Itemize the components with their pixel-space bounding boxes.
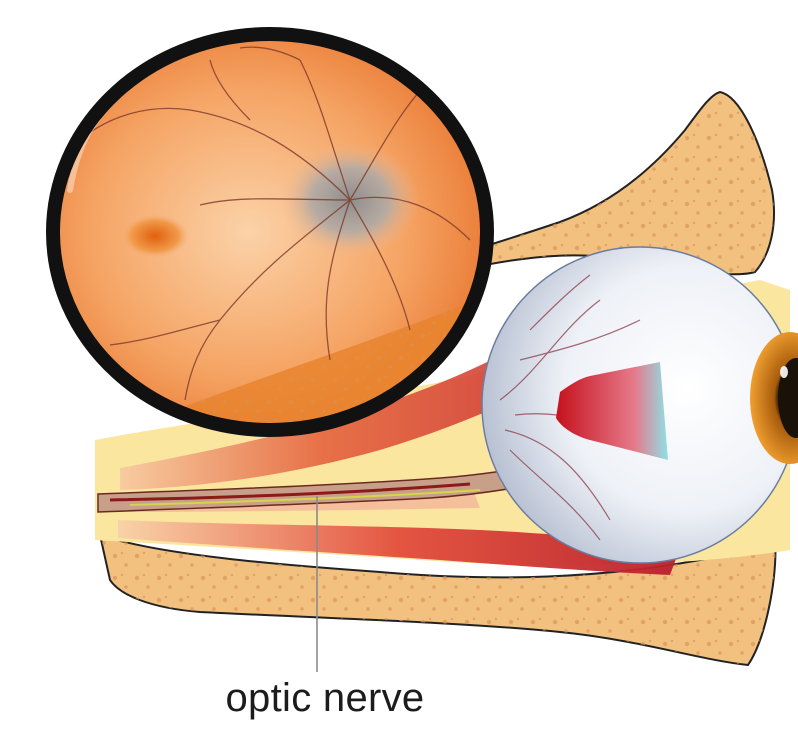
macula — [121, 214, 189, 258]
optic-nerve-label: optic nerve — [0, 676, 650, 721]
eyeball — [482, 247, 798, 563]
